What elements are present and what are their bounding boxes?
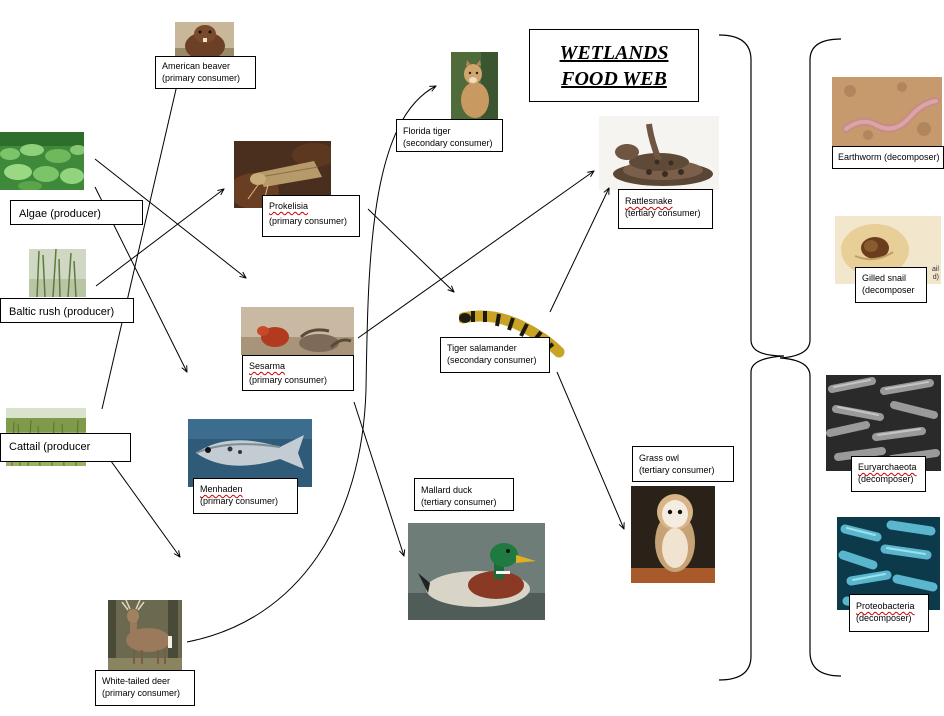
- arrow-cattail-to-american-beaver: [101, 72, 180, 410]
- label-cattail: Cattail (producer: [0, 433, 131, 462]
- label-gilled-snail: Gilled snail (decomposer: [855, 267, 927, 303]
- label-gilled-snail-name: Gilled snail: [862, 273, 907, 283]
- label-rattlesnake: Rattlesnake (tertiary consumer): [618, 189, 713, 229]
- mallard-duck-picture: [408, 523, 545, 620]
- label-earthworm-name: Earthworm (decomposer): [838, 152, 940, 162]
- menhaden-picture: [188, 419, 312, 487]
- arrow-prokelisia-to-tiger-salamander: [367, 208, 454, 292]
- label-florida-tiger: Florida tiger (secondary consumer): [396, 119, 503, 152]
- label-white-tailed-deer-role: (primary consumer): [102, 688, 181, 698]
- arrow-tiger-salamander-to-rattlesnake: [549, 188, 609, 313]
- arrow-cattail-to-white-tailed-deer: [97, 442, 180, 557]
- title-line-2: FOOD WEB: [561, 67, 667, 90]
- label-proteobacteria-role: (decomposer): [856, 613, 912, 623]
- white-tailed-deer-picture: [108, 600, 182, 670]
- label-florida-tiger-role: (secondary consumer): [403, 138, 493, 148]
- label-euryarchaeota-role: (decomposer): [858, 474, 914, 484]
- arrow-sesarma-to-rattlesnake: [357, 171, 594, 339]
- label-white-tailed-deer-name: White-tailed deer: [102, 676, 171, 686]
- label-tiger-salamander-role: (secondary consumer): [447, 355, 537, 365]
- label-american-beaver-role: (primary consumer): [162, 73, 241, 83]
- label-cattail-name: Cattail (producer: [9, 441, 91, 453]
- decomposer-brace-right: [779, 38, 842, 677]
- title-line-1: WETLANDS: [559, 41, 669, 64]
- page-title: WETLANDS FOOD WEB: [529, 29, 699, 102]
- label-american-beaver-name: American beaver: [162, 61, 231, 71]
- label-baltic-rush-name: Baltic rush (producer): [9, 306, 115, 318]
- label-rattlesnake-name: Rattlesnake: [625, 196, 673, 206]
- label-florida-tiger-name: Florida tiger: [403, 126, 451, 136]
- label-mallard-duck-role: (tertiary consumer): [421, 497, 497, 507]
- rattlesnake-picture: [599, 116, 719, 190]
- label-earthworm: Earthworm (decomposer): [832, 146, 944, 169]
- label-algae: Algae (producer): [10, 200, 143, 225]
- arrow-white-tailed-deer-to-florida-tiger: [186, 86, 436, 643]
- label-menhaden: Menhaden (primary consumer): [193, 478, 298, 514]
- label-proteobacteria: Proteobacteria (decomposer): [849, 594, 929, 632]
- label-prokelisia-role: (primary consumer): [269, 216, 348, 226]
- label-sesarma-role: (primary consumer): [249, 375, 328, 385]
- florida-tiger-picture: [451, 52, 498, 119]
- label-gilled-snail-role: (decomposer: [862, 285, 915, 295]
- label-rattlesnake-role: (tertiary consumer): [625, 208, 701, 218]
- label-white-tailed-deer: White-tailed deer (primary consumer): [95, 670, 195, 706]
- label-sesarma-name: Sesarma: [249, 361, 286, 371]
- label-mallard-duck-name: Mallard duck: [421, 485, 473, 495]
- sesarma-picture: [241, 307, 354, 355]
- label-american-beaver: American beaver (primary consumer): [155, 56, 256, 89]
- label-euryarchaeota: Euryarchaeota (decomposer): [851, 456, 926, 492]
- label-grass-owl-name: Grass owl: [639, 453, 680, 463]
- arrow-tiger-salamander-to-grass-owl: [556, 371, 624, 529]
- label-grass-owl: Grass owl (tertiary consumer): [632, 446, 734, 482]
- label-sesarma: Sesarma (primary consumer): [242, 355, 354, 391]
- american-beaver-picture: [175, 22, 234, 58]
- arrow-sesarma-to-mallard-duck: [353, 401, 404, 556]
- label-baltic-rush: Baltic rush (producer): [0, 298, 134, 323]
- label-euryarchaeota-name: Euryarchaeota: [858, 462, 917, 472]
- baltic-rush-picture: [29, 249, 86, 297]
- label-grass-owl-role: (tertiary consumer): [639, 465, 715, 475]
- euryarchaeota-picture: [826, 375, 941, 471]
- label-tiger-salamander-name: Tiger salamander: [447, 343, 517, 353]
- label-proteobacteria-name: Proteobacteria: [856, 601, 915, 611]
- label-menhaden-role: (primary consumer): [200, 496, 279, 506]
- label-tiger-salamander: Tiger salamander (secondary consumer): [440, 337, 550, 373]
- arrow-baltic-rush-to-prokelisia: [95, 189, 224, 287]
- label-prokelisia-name: Prokelisia: [269, 201, 309, 211]
- earthworm-picture: [832, 77, 942, 146]
- label-algae-name: Algae (producer): [19, 208, 101, 220]
- algae-picture: [0, 132, 84, 190]
- decomposer-brace-left: [718, 34, 785, 681]
- label-prokelisia: Prokelisia (primary consumer): [262, 195, 360, 237]
- grass-owl-picture: [631, 486, 715, 583]
- arrow-algae-to-sesarma: [94, 158, 246, 278]
- label-menhaden-name: Menhaden: [200, 484, 243, 494]
- label-mallard-duck: Mallard duck (tertiary consumer): [414, 478, 514, 511]
